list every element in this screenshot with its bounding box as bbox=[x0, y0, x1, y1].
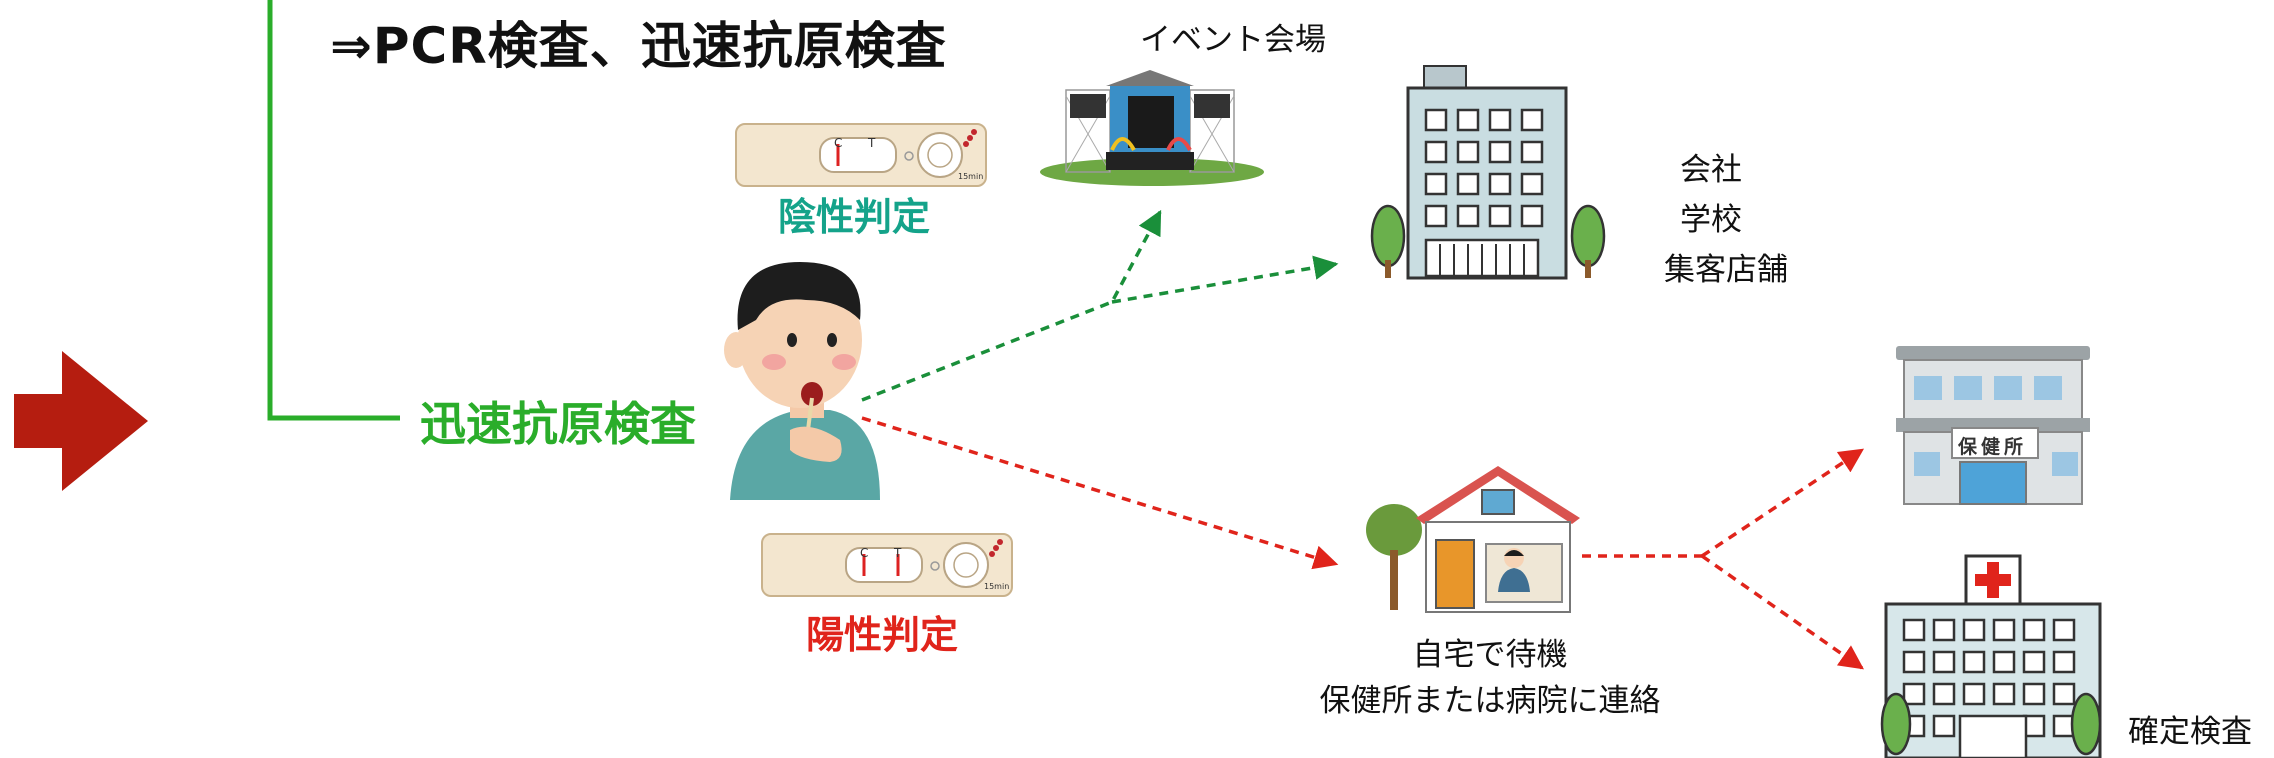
green-bracket-line bbox=[267, 0, 400, 421]
contact-line: 保健所または病院に連絡 bbox=[1319, 683, 1661, 719]
negative-result-label: 陰性判定 bbox=[778, 195, 931, 239]
health-center-illustration bbox=[1896, 346, 2090, 505]
kit-time-negative: 15min bbox=[958, 172, 984, 181]
event-venue-label: イベント会場 bbox=[1140, 22, 1326, 58]
home-wait-label: 自宅で待機 保健所または病院に連絡 bbox=[1300, 632, 1680, 724]
positive-result-label: 陽性判定 bbox=[806, 613, 959, 657]
store-label-line: 集客店舗 bbox=[1664, 252, 1788, 288]
health-center-sign: 保健所 bbox=[1958, 436, 2028, 458]
page-title: ⇒PCR検査、迅速抗原検査 bbox=[330, 17, 947, 75]
arrow-to-event bbox=[861, 209, 1162, 402]
person-swab-illustration bbox=[724, 262, 880, 500]
home-wait-line: 自宅で待機 bbox=[1412, 637, 1568, 673]
company-label-line: 会社 bbox=[1680, 152, 1742, 188]
negative-test-kit bbox=[735, 123, 987, 187]
big-right-arrow bbox=[14, 351, 148, 491]
company-school-store-label: 会社 学校 集客店舗 bbox=[1664, 145, 1788, 295]
positive-test-kit bbox=[761, 533, 1013, 597]
confirmation-test-label: 確定検査 bbox=[2128, 714, 2252, 750]
kit-t-mark-positive: T bbox=[894, 546, 902, 560]
school-label-line: 学校 bbox=[1680, 202, 1742, 238]
rapid-antigen-test-label: 迅速抗原検査 bbox=[420, 397, 696, 451]
house-illustration bbox=[1366, 466, 1580, 613]
hospital-illustration bbox=[1880, 554, 2102, 758]
arrow-to-hospital bbox=[1700, 554, 1865, 670]
kit-c-mark-positive: C bbox=[860, 546, 869, 560]
kit-time-positive: 15min bbox=[984, 582, 1010, 591]
event-venue-illustration bbox=[1040, 70, 1264, 186]
arrow-to-health-center bbox=[1701, 448, 1865, 558]
arrow-to-home bbox=[861, 416, 1339, 570]
company-building-illustration bbox=[1370, 65, 1606, 280]
arrow-to-company bbox=[1111, 255, 1339, 304]
kit-t-mark-negative: T bbox=[868, 136, 876, 150]
kit-c-mark-negative: C bbox=[834, 136, 843, 150]
